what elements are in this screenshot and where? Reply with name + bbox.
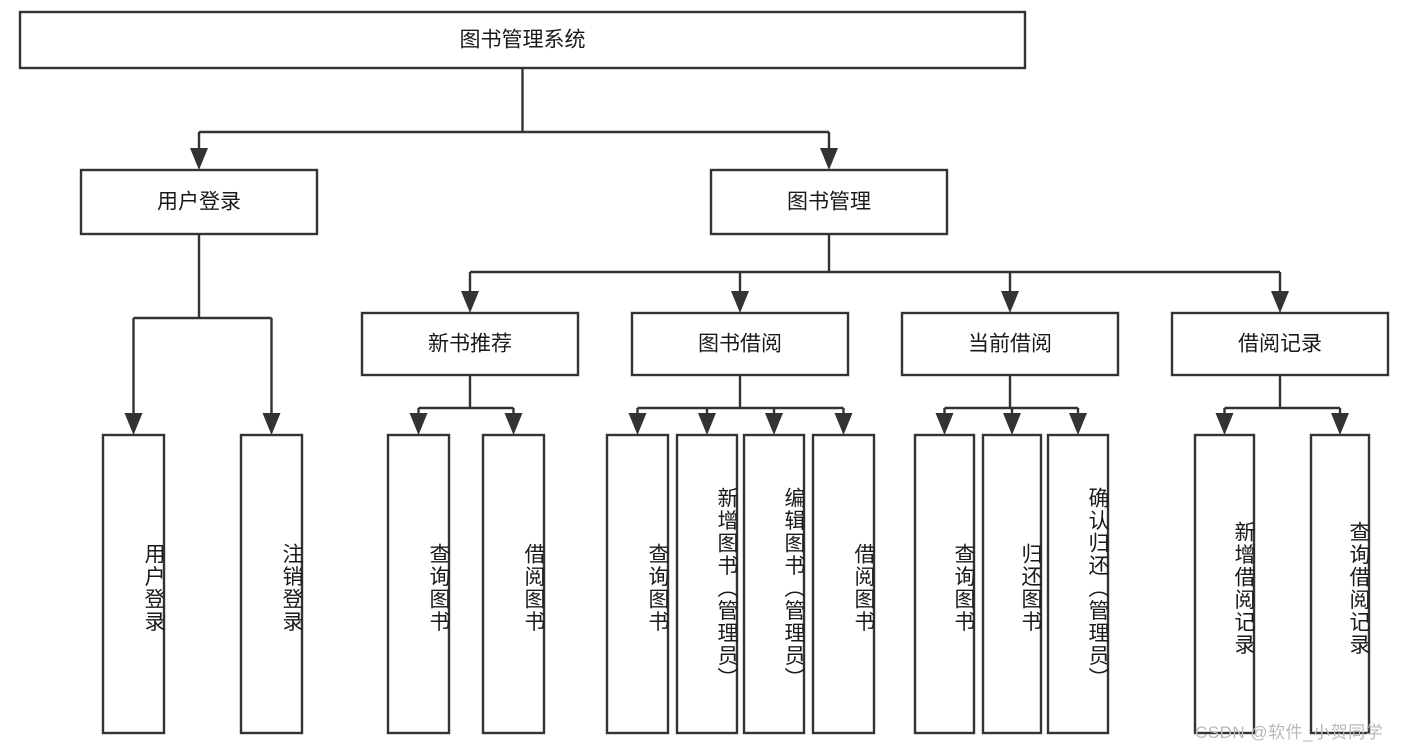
node-label-root: 图书管理系统 <box>460 29 586 52</box>
node-box-leaf-edit-book <box>742 433 806 735</box>
node-label-new-book-rec: 新书推荐 <box>428 333 512 356</box>
node-box-leaf-query-record <box>1309 433 1371 735</box>
node-box-book-manage <box>709 168 949 236</box>
node-label-borrow-record: 借阅记录 <box>1238 333 1322 356</box>
arrow-head-icon <box>409 413 428 435</box>
node-label-book-manage: 图书管理 <box>787 191 871 214</box>
node-box-leaf-borrow-book <box>811 433 876 735</box>
node-label-book-borrow: 图书借阅 <box>698 333 782 356</box>
node-label-user-login: 用户登录 <box>157 191 241 214</box>
node-box-leaf-add-record <box>1193 433 1256 735</box>
arrow-head-icon <box>1331 413 1349 435</box>
node-box-leaf-confirm-return <box>1046 433 1110 735</box>
arrow-head-icon <box>1271 291 1289 313</box>
node-box-new-book-rec <box>360 311 580 377</box>
arrow-head-icon <box>698 413 716 435</box>
node-boxes <box>18 10 1390 735</box>
node-box-leaf-query-book-borrow <box>605 433 670 735</box>
node-box-current-borrow <box>900 311 1120 377</box>
node-label-current-borrow: 当前借阅 <box>968 333 1052 356</box>
arrow-head-icon <box>190 148 208 170</box>
arrow-head-icon <box>731 291 749 313</box>
node-box-leaf-return-book <box>981 433 1043 735</box>
arrow-head-icon <box>124 413 143 435</box>
connector-lines <box>124 68 1349 435</box>
arrow-head-icon <box>461 291 479 313</box>
arrow-head-icon <box>765 413 783 435</box>
watermark-text: CSDN @软件_小贺同学 <box>1195 723 1384 742</box>
arrow-head-icon <box>1001 291 1019 313</box>
arrow-head-icon <box>628 413 647 435</box>
arrow-head-icon <box>504 413 523 435</box>
node-box-leaf-logout <box>239 433 304 735</box>
node-box-leaf-query-book-rec <box>386 433 451 735</box>
arrow-head-icon <box>1003 413 1021 435</box>
node-box-book-borrow <box>630 311 850 377</box>
arrow-head-icon <box>935 413 954 435</box>
arrow-head-icon <box>262 413 281 435</box>
node-box-user-login <box>79 168 319 236</box>
arrow-head-icon <box>820 148 838 170</box>
arrow-head-icon <box>1069 413 1087 435</box>
arrow-head-icon <box>1215 413 1234 435</box>
node-box-leaf-borrow-book-rec <box>481 433 546 735</box>
node-box-leaf-user-login <box>101 433 166 735</box>
arrow-head-icon <box>834 413 853 435</box>
node-box-borrow-record <box>1170 311 1390 377</box>
node-box-leaf-add-book <box>675 433 739 735</box>
node-box-root <box>18 10 1027 70</box>
node-box-leaf-query-book-cur <box>913 433 976 735</box>
